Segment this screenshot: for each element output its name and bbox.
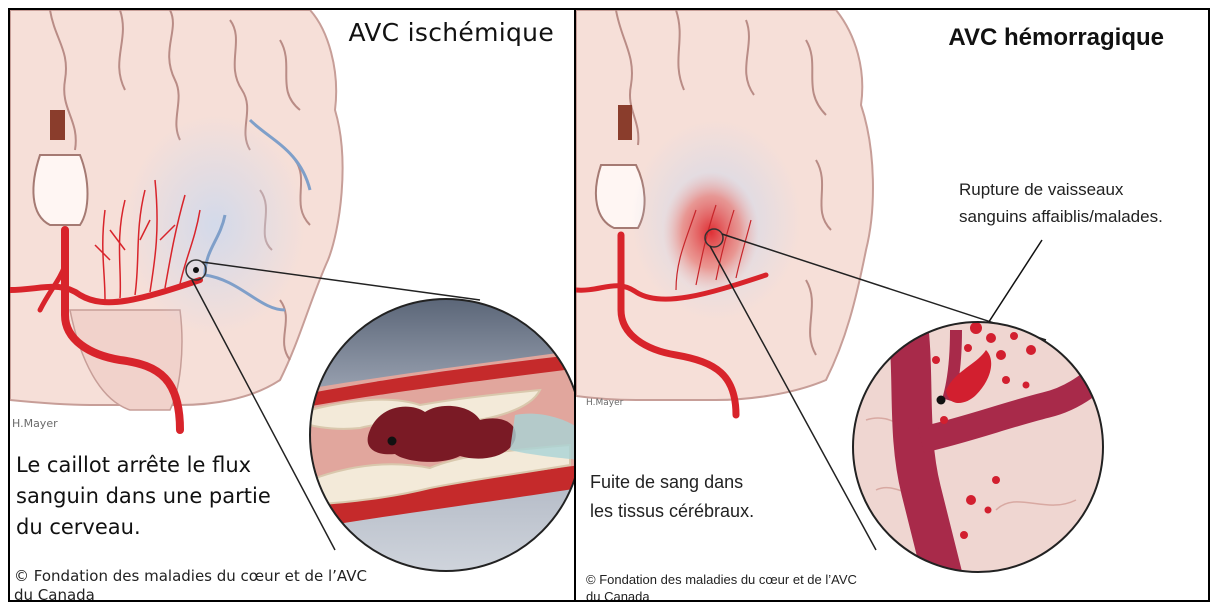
- ischemic-stroke-panel: AVC ischémique H.Mayer Le caillot arrête…: [8, 8, 575, 602]
- annotation-line: Rupture de vaisseaux: [959, 176, 1163, 203]
- copyright-line: du Canada: [586, 588, 857, 602]
- illustrator-credit: H.Mayer: [12, 417, 58, 430]
- copyright-line: du Canada: [14, 586, 367, 602]
- copyright-notice: © Fondation des maladies du cœur et de l…: [586, 571, 857, 602]
- hemorrhagic-title: AVC hémorragique: [948, 24, 1164, 52]
- lateral-ventricle: [33, 155, 87, 225]
- caption-line: Le caillot arrête le flux: [16, 450, 271, 481]
- ischemic-caption: Le caillot arrête le flux sanguin dans u…: [16, 450, 271, 543]
- ischemic-title: AVC ischémique: [348, 18, 554, 47]
- caption-line: sanguin dans une partie: [16, 481, 271, 512]
- ventricle: [618, 105, 632, 140]
- hemorrhagic-caption: Fuite de sang dans les tissus cérébraux.: [590, 468, 754, 526]
- copyright-notice: © Fondation des maladies du cœur et de l…: [14, 567, 367, 602]
- caption-line: les tissus cérébraux.: [590, 497, 754, 526]
- caption-line: Fuite de sang dans: [590, 468, 754, 497]
- caption-line: du cerveau.: [16, 512, 271, 543]
- illustrator-credit: H.Mayer: [586, 398, 623, 408]
- ventricle: [50, 110, 65, 140]
- hemorrhagic-stroke-panel: AVC hémorragique H.Mayer Rupture de vais…: [574, 8, 1210, 602]
- copyright-line: © Fondation des maladies du cœur et de l…: [586, 571, 857, 588]
- annotation-line: sanguins affaiblis/malades.: [959, 203, 1163, 230]
- copyright-line: © Fondation des maladies du cœur et de l…: [14, 567, 367, 586]
- rupture-annotation: Rupture de vaisseaux sanguins affaiblis/…: [959, 176, 1163, 230]
